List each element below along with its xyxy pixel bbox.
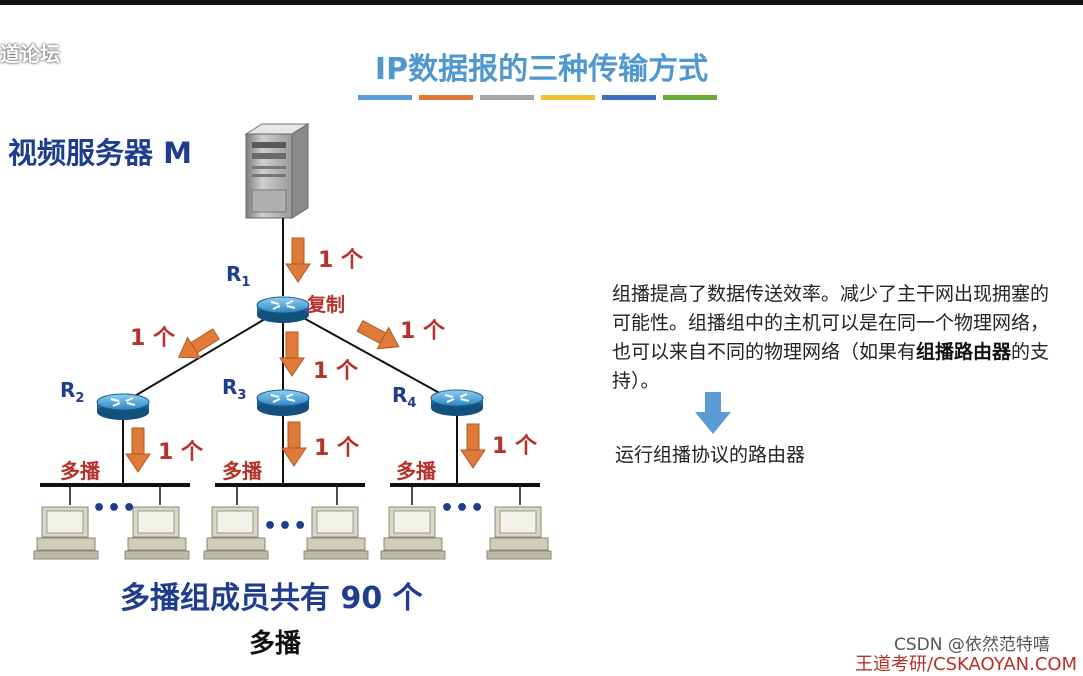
arrow-r2-to-lan — [125, 427, 151, 473]
count-label-r4-branch: 1 个 — [400, 319, 445, 344]
pc-icon — [486, 506, 552, 560]
router-r2-label: R2 — [60, 378, 85, 406]
router-r4-label: R4 — [392, 383, 417, 411]
lan-buses — [40, 483, 540, 505]
count-label-r2-branch: 1 个 — [130, 326, 175, 351]
router-r3-label: R3 — [222, 375, 247, 403]
title-stripe-3 — [480, 95, 534, 100]
router-r3-icon — [256, 389, 310, 417]
pc-icon — [203, 506, 269, 560]
router-r1-icon — [256, 296, 310, 324]
title-stripe-2 — [419, 95, 473, 100]
count-label-lan2: 1 个 — [314, 436, 359, 461]
network-diagram — [33, 123, 552, 560]
router-r2-icon — [96, 393, 150, 421]
slide-title: IP数据报的三种传输方式 — [374, 52, 709, 87]
count-label-r3-branch: 1 个 — [313, 359, 358, 384]
arrow-server-to-r1 — [285, 237, 311, 283]
pc-icon — [303, 506, 369, 560]
count-label-lan1: 1 个 — [158, 440, 203, 465]
multicast-label-lan2: 多播 — [222, 459, 262, 483]
description-text: 组播提高了数据传送效率。减少了主干网出现拥塞的可能性。组播组中的主机可以是在同一… — [612, 283, 1050, 392]
arrow-r3-to-lan — [281, 421, 307, 467]
server-label: 视频服务器 M — [8, 136, 192, 170]
pc-icon — [380, 506, 446, 560]
diagram-caption: 多播 — [249, 629, 302, 659]
arrow-r4-to-lan — [460, 423, 486, 469]
top-bar — [0, 0, 1083, 5]
ellipsis-lan1: ••• — [92, 496, 138, 521]
arrow-r1-to-r2 — [171, 323, 223, 368]
multicast-label-lan3: 多播 — [396, 459, 436, 483]
title-stripe-4 — [541, 95, 595, 100]
pc-icon — [33, 506, 99, 560]
ellipsis-lan3: ••• — [440, 496, 486, 521]
router-note: 运行组播协议的路由器 — [615, 444, 806, 466]
count-label-lan3: 1 个 — [492, 434, 537, 459]
title-stripe-5 — [602, 95, 656, 100]
server-icon — [244, 123, 310, 219]
count-label-server: 1 个 — [318, 248, 363, 273]
down-arrow-icon — [695, 392, 731, 434]
bottom-right-watermark: 王道考研/CSKAOYAN.COM — [855, 654, 1078, 675]
router-r1-label: R1 — [226, 262, 251, 290]
group-members-label: 多播组成员共有 90 个 — [120, 581, 423, 616]
copy-label: 复制 — [307, 294, 346, 316]
title-stripe-6 — [663, 95, 717, 100]
csdn-watermark: CSDN @依然范特嘻 — [894, 635, 1050, 655]
multicast-label-lan1: 多播 — [60, 459, 100, 483]
title-stripe-1 — [358, 95, 412, 100]
router-r4-icon — [430, 389, 484, 417]
watermark-top-left: 道论坛 — [0, 42, 60, 66]
ellipsis-lan2: ••• — [263, 514, 309, 539]
